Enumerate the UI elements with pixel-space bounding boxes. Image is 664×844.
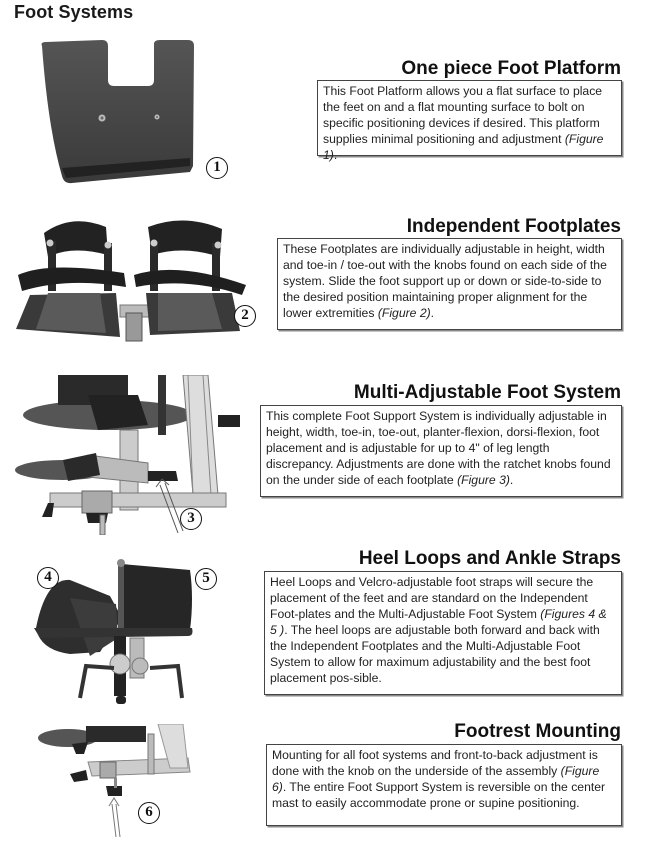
- description-tail: . The entire Foot Support System is reve…: [272, 780, 606, 810]
- figure-2-callout: 2: [234, 305, 256, 327]
- page-title: Foot Systems: [14, 2, 134, 22]
- figure-reference: (Figure 1): [323, 132, 604, 162]
- footrest-mounting-icon: [38, 723, 191, 838]
- description-text: Heel Loops and Velcro-adjustable foot st…: [270, 575, 594, 621]
- figure-3-callout: 3: [180, 508, 202, 530]
- section-heading-independent-footplates: Independent Footplates: [406, 216, 621, 237]
- section-heading-footrest-mounting: Footrest Mounting: [454, 721, 621, 742]
- figure-1-foot-platform-photo: [30, 38, 230, 188]
- figure-2-independent-footplates-photo: [8, 205, 248, 345]
- independent-footplates-icon: [16, 220, 246, 342]
- figure-5-callout: 5: [195, 568, 217, 590]
- figure-6-callout: 6: [138, 802, 160, 824]
- description-heel-loops-ankle-straps: Heel Loops and Velcro-adjustable foot st…: [264, 571, 622, 695]
- description-tail: . The heel loops are adjustable both for…: [270, 623, 600, 685]
- figure-6-footrest-mounting-photo: [38, 723, 198, 839]
- figure-4-callout: 4: [37, 567, 59, 589]
- figure-3-multi-adjustable-foot-system-photo: [8, 374, 248, 536]
- figure-reference: (Figure 3): [457, 473, 510, 487]
- description-text: This Foot Platform allows you a flat sur…: [323, 84, 603, 146]
- foot-platform-icon: [41, 40, 194, 184]
- figure-reference: (Figure 2): [377, 306, 431, 320]
- description-multi-adjustable-foot-system: This complete Foot Support System is ind…: [260, 405, 622, 497]
- description-text: Mounting for all foot systems and front-…: [272, 748, 598, 778]
- description-tail: .: [509, 473, 514, 487]
- multi-adjustable-foot-system-icon: [15, 374, 240, 536]
- figure-4-5-heel-loops-ankle-straps-photo: [30, 558, 230, 708]
- description-tail: .: [430, 306, 435, 320]
- figure-1-callout: 1: [206, 157, 228, 179]
- description-independent-footplates: These Footplates are individually adjust…: [277, 238, 622, 330]
- section-heading-multi-adjustable-foot-system: Multi-Adjustable Foot System: [353, 382, 621, 403]
- description-text: This complete Foot Support System is ind…: [266, 409, 611, 487]
- description-tail: .: [333, 148, 338, 162]
- figure-reference: (Figures 4 & 5 ): [270, 607, 607, 637]
- section-heading-one-piece-foot-platform: One piece Foot Platform: [401, 58, 621, 79]
- description-footrest-mounting: Mounting for all foot systems and front-…: [266, 744, 622, 826]
- figure-reference: (Figure 6): [272, 764, 600, 794]
- section-heading-heel-loops-ankle-straps: Heel Loops and Ankle Straps: [358, 548, 621, 569]
- description-one-piece-foot-platform: This Foot Platform allows you a flat sur…: [317, 80, 622, 162]
- heel-loop-ankle-strap-icon: [34, 559, 193, 704]
- description-text: These Footplates are individually adjust…: [283, 242, 607, 320]
